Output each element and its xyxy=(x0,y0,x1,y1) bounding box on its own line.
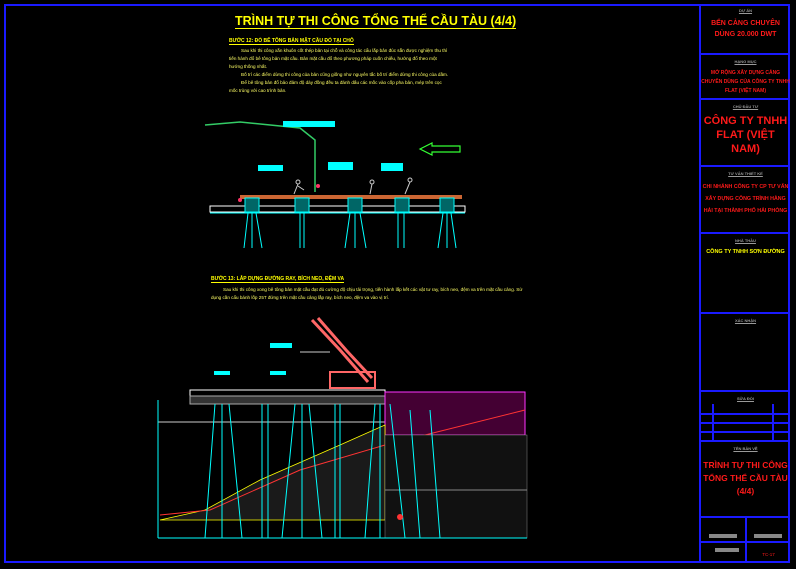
label-tag xyxy=(258,165,283,171)
step-12-paragraph: Sau khi thi công xắn khuôn cốt thép bản … xyxy=(229,48,448,69)
item-label: HẠNG MỤC xyxy=(734,59,757,64)
label-tag xyxy=(270,371,286,375)
step-13-text: Sau khi thi công xong bê tông bản mặt cầ… xyxy=(211,286,526,302)
consultant-name: CHI NHÁNH CÔNG TY CP TƯ VẤN XÂY DỰNG CÔN… xyxy=(702,184,789,214)
item-name: MỞ RỘNG XÂY DỰNG CẢNG CHUYÊN DÙNG CỦA CÔ… xyxy=(701,70,790,94)
direction-arrow xyxy=(418,142,461,156)
label-tag xyxy=(328,162,353,170)
owner-name: CÔNG TY TNHH FLAT (VIỆT NAM) xyxy=(703,115,788,155)
drawing-title: TRÌNH TỰ THI CÔNG TỔNG THỂ CẦU TÀU (4/4) xyxy=(235,14,517,29)
title-block: DỰ ÁN BẾN CẢNG CHUYÊN DÙNG 20.000 DWT HẠ… xyxy=(699,4,790,563)
step-13-heading: BƯỚC 13: LẮP DỰNG ĐƯỜNG RAY, BÍCH NEO, Đ… xyxy=(211,276,345,283)
workers xyxy=(293,177,413,195)
label-tag xyxy=(270,343,292,348)
slope-fill xyxy=(159,424,386,521)
marker xyxy=(397,514,403,520)
signature-placeholder xyxy=(715,548,739,552)
deck-concreting-diagram xyxy=(204,121,466,249)
project-label: DỰ ÁN xyxy=(738,8,753,13)
piles xyxy=(204,403,441,539)
step-13-paragraph: Sau khi thi công xong bê tông bản mặt cầ… xyxy=(211,287,523,300)
divider xyxy=(745,518,747,563)
piles xyxy=(243,197,457,249)
step-12-paragraph: Bố trí các điểm dừng thi công của bản cũ… xyxy=(241,72,449,77)
deck-slab xyxy=(240,195,462,199)
revision-table xyxy=(701,404,790,442)
contractor-name: CÔNG TY TNHH SƠN ĐƯỜNG xyxy=(706,249,785,255)
label-tag xyxy=(214,371,230,375)
step-12-paragraph: Để bê tông bản đổ bảo đảm độ dày đồng đề… xyxy=(229,80,442,93)
deck-beam xyxy=(209,205,466,213)
label-tag xyxy=(283,121,335,127)
owner-cell: CHỦ ĐẦU TƯ CÔNG TY TNHH FLAT (VIỆT NAM) xyxy=(701,100,790,167)
contractor-cell: NHÀ THẦU CÔNG TY TNHH SƠN ĐƯỜNG xyxy=(701,234,790,314)
approval-cell: XÁC NHẬN xyxy=(701,314,790,392)
signature-placeholder xyxy=(709,534,737,538)
red-markers xyxy=(238,184,320,202)
drawing-number: TC-17 xyxy=(762,552,775,557)
project-cell: DỰ ÁN BẾN CẢNG CHUYÊN DÙNG 20.000 DWT xyxy=(701,4,790,55)
sheet-border xyxy=(4,4,790,563)
drawing-title-block: TRÌNH TỰ THI CÔNG TỔNG THỂ CẦU TÀU (4/4) xyxy=(703,460,788,496)
contractor-label: NHÀ THẦU xyxy=(735,238,756,243)
consultant-label: TƯ VẤN THIẾT KẾ xyxy=(728,171,763,176)
signature-cell: TC-17 xyxy=(701,518,790,563)
step-12-heading: BƯỚC 12: ĐỔ BÊ TÔNG BẢN MẶT CẦU ĐỔ TẠI C… xyxy=(229,38,354,45)
crane-body xyxy=(329,371,376,389)
concrete-pump-boom xyxy=(204,121,316,192)
drawing-title-cell: TÊN BẢN VẼ TRÌNH TỰ THI CÔNG TỔNG THỂ CẦ… xyxy=(701,442,790,518)
divider xyxy=(701,541,790,543)
consultant-cell: TƯ VẤN THIẾT KẾ CHI NHÁNH CÔNG TY CP TƯ … xyxy=(701,167,790,234)
project-name: BẾN CẢNG CHUYÊN DÙNG 20.000 DWT xyxy=(711,20,780,38)
drawing-label: TÊN BẢN VẼ xyxy=(733,446,758,451)
owner-label: CHỦ ĐẦU TƯ xyxy=(732,104,759,109)
item-cell: HẠNG MỤC MỞ RỘNG XÂY DỰNG CẢNG CHUYÊN DÙ… xyxy=(701,55,790,100)
rock-embankment xyxy=(384,391,526,436)
rail-installation-diagram xyxy=(157,317,528,539)
revision-cell: SỬA ĐỔI xyxy=(701,392,790,442)
signature-placeholder xyxy=(754,534,782,538)
approval-label: XÁC NHẬN xyxy=(734,318,757,323)
step-12-text: Sau khi thi công xắn khuôn cốt thép bản … xyxy=(229,47,449,95)
label-tag xyxy=(381,163,403,171)
revision-label: SỬA ĐỔI xyxy=(737,396,754,401)
